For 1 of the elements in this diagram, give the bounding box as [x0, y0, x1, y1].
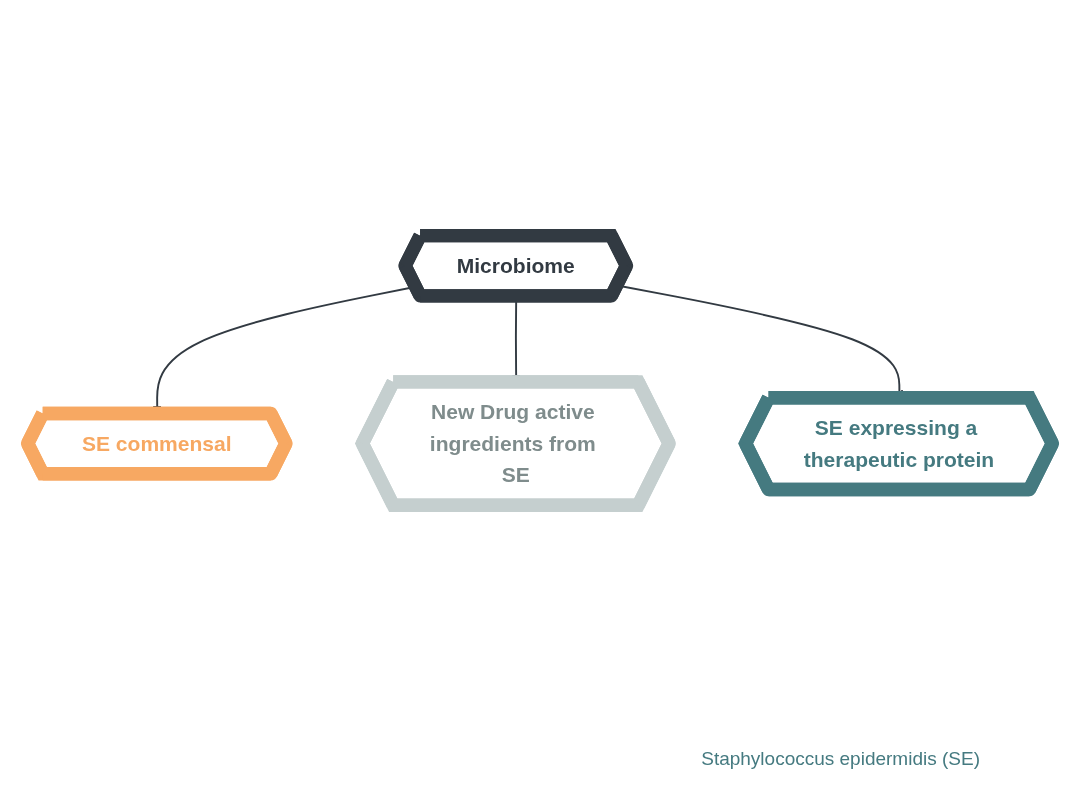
footnote-text: Staphylococcus epidermidis (SE) [701, 748, 980, 770]
